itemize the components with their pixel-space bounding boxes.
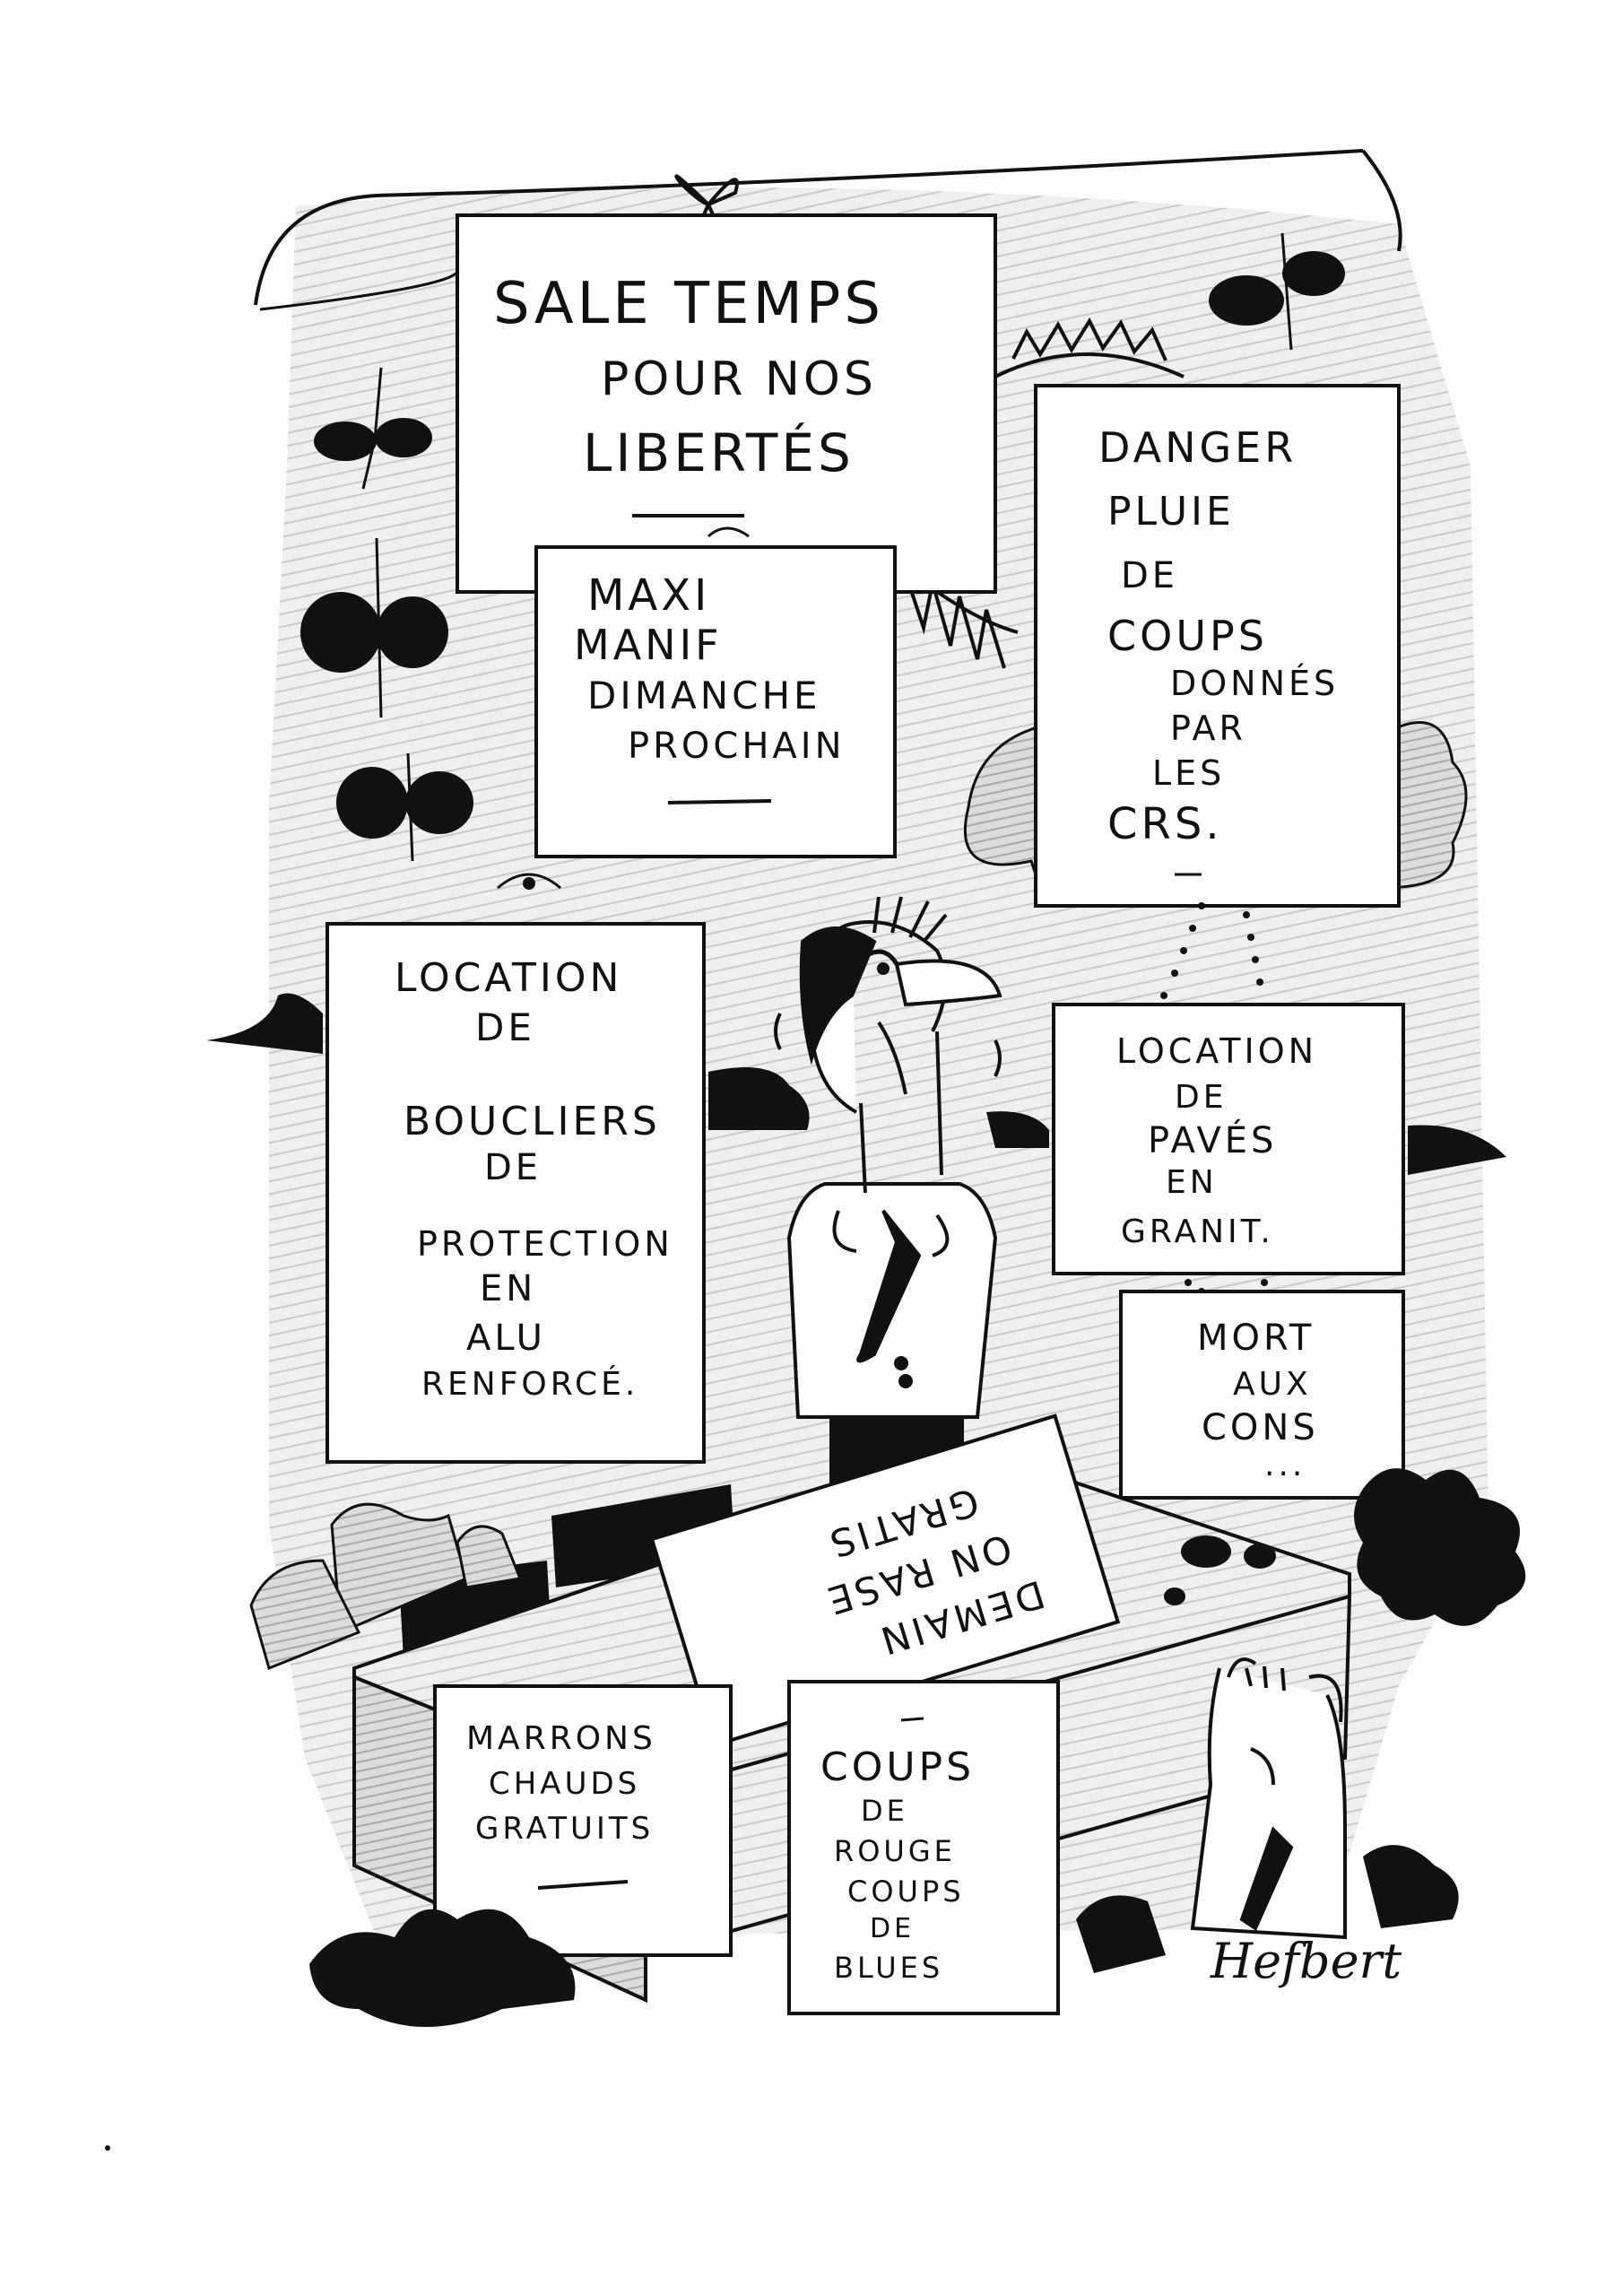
sign-paves-line-3: PAVÉS <box>1148 1118 1277 1161</box>
sign-marrons-line-1: MARRONS <box>466 1720 656 1757</box>
sign-boucliers-line-5: PROTECTION <box>417 1224 673 1264</box>
butterfly-icon-1 <box>314 367 432 490</box>
sign-paves-line-1: LOCATION <box>1116 1031 1317 1071</box>
shrub-left <box>206 993 323 1054</box>
sign-paves-line-2: DE <box>1175 1079 1227 1116</box>
shrub-mid2 <box>986 1111 1049 1148</box>
sign-coups-line-5: DE <box>870 1913 915 1944</box>
sign-sale-temps-line-3: LIBERTÉS <box>583 422 855 483</box>
sign-maxi-manif-line-2: MANIF <box>574 621 723 669</box>
sign-danger-line-4: COUPS <box>1107 612 1268 660</box>
sign-coups-line-6: BLUES <box>834 1951 943 1985</box>
shrub-right <box>1408 1125 1506 1175</box>
sign-mort-line-2: AUX <box>1233 1366 1312 1403</box>
sign-maxi-manif-line-4: PROCHAIN <box>628 726 846 767</box>
sign-sale-temps-line-1: SALE TEMPS <box>493 271 884 337</box>
sign-mort-line-3: CONS <box>1202 1407 1319 1448</box>
bush-right <box>1379 721 1468 890</box>
sign-demain-on-rase: DEMAIN ON RASE GRATIS <box>649 1413 1121 1748</box>
man-figure-2 <box>1190 1657 1347 1940</box>
sign-mort-line-1: MORT <box>1197 1318 1315 1359</box>
sign-coups-de-rouge: COUPS DE ROUGE COUPS DE BLUES <box>787 1680 1060 2015</box>
sign-maxi-manif-line-1: MAXI <box>587 570 710 621</box>
sign-coups-line-1: COUPS <box>820 1744 975 1790</box>
sign-maxi-manif: MAXI MANIF DIMANCHE PROCHAIN <box>534 526 897 858</box>
sun-icon <box>994 317 1185 378</box>
sign-coups-line-2: DE <box>861 1794 908 1828</box>
sign-boucliers-line-8: RENFORCÉ. <box>421 1365 638 1403</box>
sign-danger-line-8: CRS. <box>1107 799 1223 849</box>
sign-boucliers-line-3: BOUCLIERS <box>404 1099 661 1144</box>
bush-center <box>963 725 1042 889</box>
rope-top <box>254 149 1364 306</box>
sign-sale-temps-line-2: POUR NOS <box>601 352 877 406</box>
foliage-bottom-right-2 <box>1363 1845 1459 1928</box>
ink-dot <box>105 2145 110 2151</box>
sign-boucliers-line-2: DE <box>475 1005 535 1049</box>
sign-location-paves: LOCATION DE PAVÉS EN GRANIT. <box>1052 1003 1405 1275</box>
rope-right <box>1361 149 1402 252</box>
sign-marrons-line-2: CHAUDS <box>489 1766 640 1802</box>
sign-danger-line-1: DANGER <box>1098 423 1297 472</box>
sign-paves-line-4: EN <box>1166 1164 1218 1201</box>
sign-maxi-manif-line-3: DIMANCHE <box>587 674 821 718</box>
sign-boucliers-line-4: DE <box>484 1147 542 1188</box>
sign-boucliers-line-1: LOCATION <box>395 955 622 1001</box>
sign-sale-temps: SALE TEMPS POUR NOS LIBERTÉS <box>456 213 997 594</box>
sign-marrons-line-3: GRATUITS <box>475 1811 654 1847</box>
sign-boucliers-line-6: EN <box>480 1268 536 1309</box>
sign-boucliers-line-7: ALU <box>466 1318 546 1359</box>
sign-location-boucliers: LOCATION DE BOUCLIERS DE PROTECTION EN A… <box>325 873 706 1464</box>
sign-danger-line-6: PAR <box>1170 709 1246 748</box>
sign-paves-line-5: GRANIT. <box>1121 1213 1274 1250</box>
sign-mort-aux-cons: MORT AUX CONS ... <box>1119 1290 1405 1500</box>
sign-danger-pluie: DANGER PLUIE DE COUPS DONNÉS PAR LES CRS… <box>1034 384 1401 908</box>
butterfly-icon-3 <box>336 752 473 862</box>
signature: Hefbert <box>1210 1933 1402 1989</box>
sign-danger-line-3: DE <box>1121 555 1178 596</box>
sign-coups-line-3: ROUGE <box>834 1834 956 1868</box>
shrub-mid <box>708 1067 810 1130</box>
foliage-bottom-left <box>309 1909 576 2027</box>
foliage-bottom-right <box>1076 1895 1166 1973</box>
sign-danger-line-2: PLUIE <box>1107 489 1235 535</box>
butterfly-icon-2 <box>300 537 448 718</box>
butterfly-icon-4 <box>1209 232 1345 351</box>
sign-mort-line-4: ... <box>1264 1447 1306 1483</box>
foliage-right <box>1354 1468 1526 1626</box>
sign-danger-line-7: LES <box>1152 753 1225 793</box>
sign-danger-line-5: DONNÉS <box>1170 664 1339 703</box>
sign-coups-line-4: COUPS <box>847 1874 965 1909</box>
